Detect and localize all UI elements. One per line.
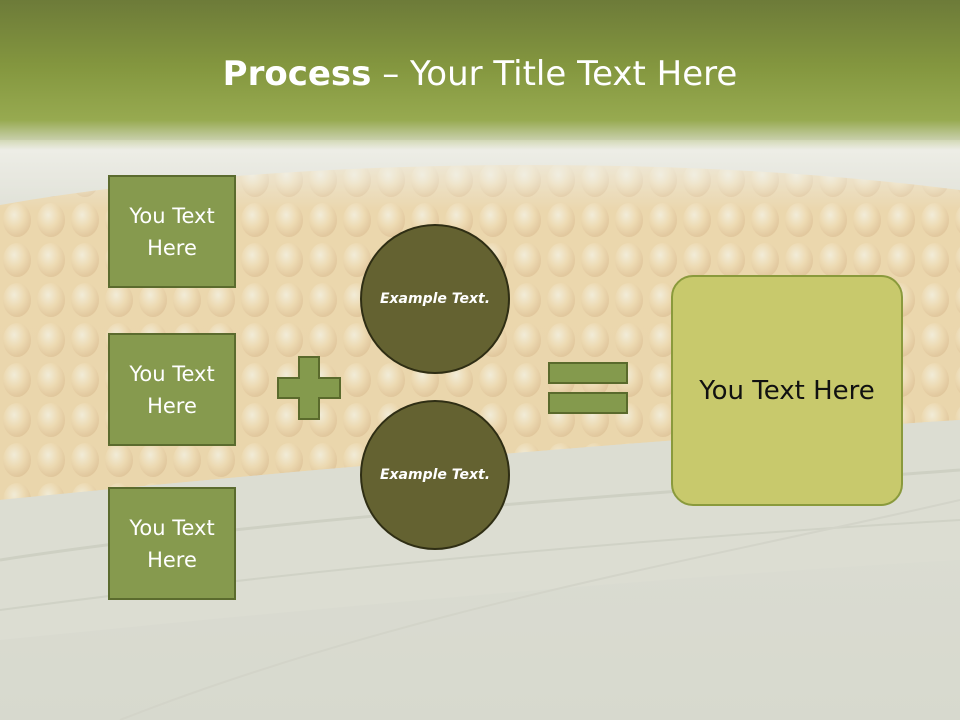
text-box-3: You Text Here xyxy=(108,487,236,600)
title-band xyxy=(0,0,960,150)
text-box-1: You Text Here xyxy=(108,175,236,288)
title-rest: Your Title Text Here xyxy=(410,54,738,94)
title-bold-part: Process xyxy=(222,54,372,94)
equals-icon xyxy=(548,362,628,414)
title-separator: – xyxy=(371,54,411,94)
result-box: You Text Here xyxy=(671,275,903,506)
plus-icon xyxy=(277,356,341,420)
text-box-2: You Text Here xyxy=(108,333,236,446)
example-circle-2: Example Text. xyxy=(360,400,510,550)
slide-title: Process – Your Title Text Here xyxy=(0,52,960,96)
example-circle-1: Example Text. xyxy=(360,224,510,374)
